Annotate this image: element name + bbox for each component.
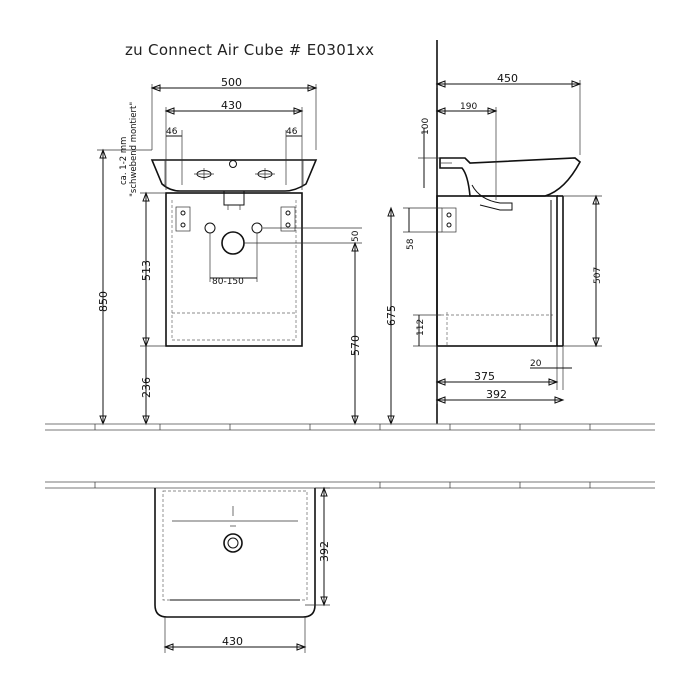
dim-top-depth: 392 xyxy=(318,541,331,562)
tap-hole-left xyxy=(194,168,214,180)
water-hole-right xyxy=(251,222,263,234)
drain-hole xyxy=(221,231,245,255)
dim-top-width: 430 xyxy=(222,635,243,648)
drawing-title: zu Connect Air Cube # E0301xx xyxy=(125,41,374,59)
dim-front-edge-left: 46 xyxy=(166,127,178,137)
top-view: 392 430 xyxy=(45,481,655,653)
dim-side-cabinet-height: 507 xyxy=(593,267,603,284)
front-view: 500 430 46 46 850 513 236 570 50 xyxy=(97,76,362,426)
water-hole-left xyxy=(204,222,216,234)
dim-front-edge-right: 46 xyxy=(286,127,298,137)
mounting-note: ca. 1-2 mm "schwebend montiert" xyxy=(119,102,139,197)
note-floating: "schwebend montiert" xyxy=(129,102,139,197)
note-gap: ca. 1-2 mm xyxy=(119,137,129,185)
dim-side-cabinet-offset: 58 xyxy=(406,238,416,250)
dim-front-floor-gap: 236 xyxy=(140,377,153,398)
dim-front-basin-width: 500 xyxy=(221,76,242,89)
dim-side-front-thickness: 20 xyxy=(530,359,542,369)
dim-side-inner-depth: 375 xyxy=(474,370,495,383)
dim-side-outer-depth: 392 xyxy=(486,388,507,401)
tap-hole-right xyxy=(255,168,275,180)
dim-front-cabinet-width: 430 xyxy=(221,99,242,112)
side-view: 450 190 100 58 675 112 507 20 xyxy=(385,40,603,426)
dim-side-drawer-gap: 112 xyxy=(416,319,426,336)
dim-front-cabinet-height: 513 xyxy=(140,260,153,281)
dim-front-hole-spacing: 80-150 xyxy=(212,277,244,287)
dim-side-drain-depth: 190 xyxy=(460,102,477,112)
dim-side-basin-lip: 100 xyxy=(421,118,431,135)
dim-front-drain-offset: 50 xyxy=(351,230,361,242)
dim-side-mount-height: 675 xyxy=(385,305,398,326)
dim-front-total-height: 850 xyxy=(97,291,110,312)
top-drain-hole xyxy=(223,533,243,553)
dim-front-drain-height: 570 xyxy=(349,335,362,356)
floor-line-upper xyxy=(45,423,655,431)
dim-side-basin-depth: 450 xyxy=(497,72,518,85)
